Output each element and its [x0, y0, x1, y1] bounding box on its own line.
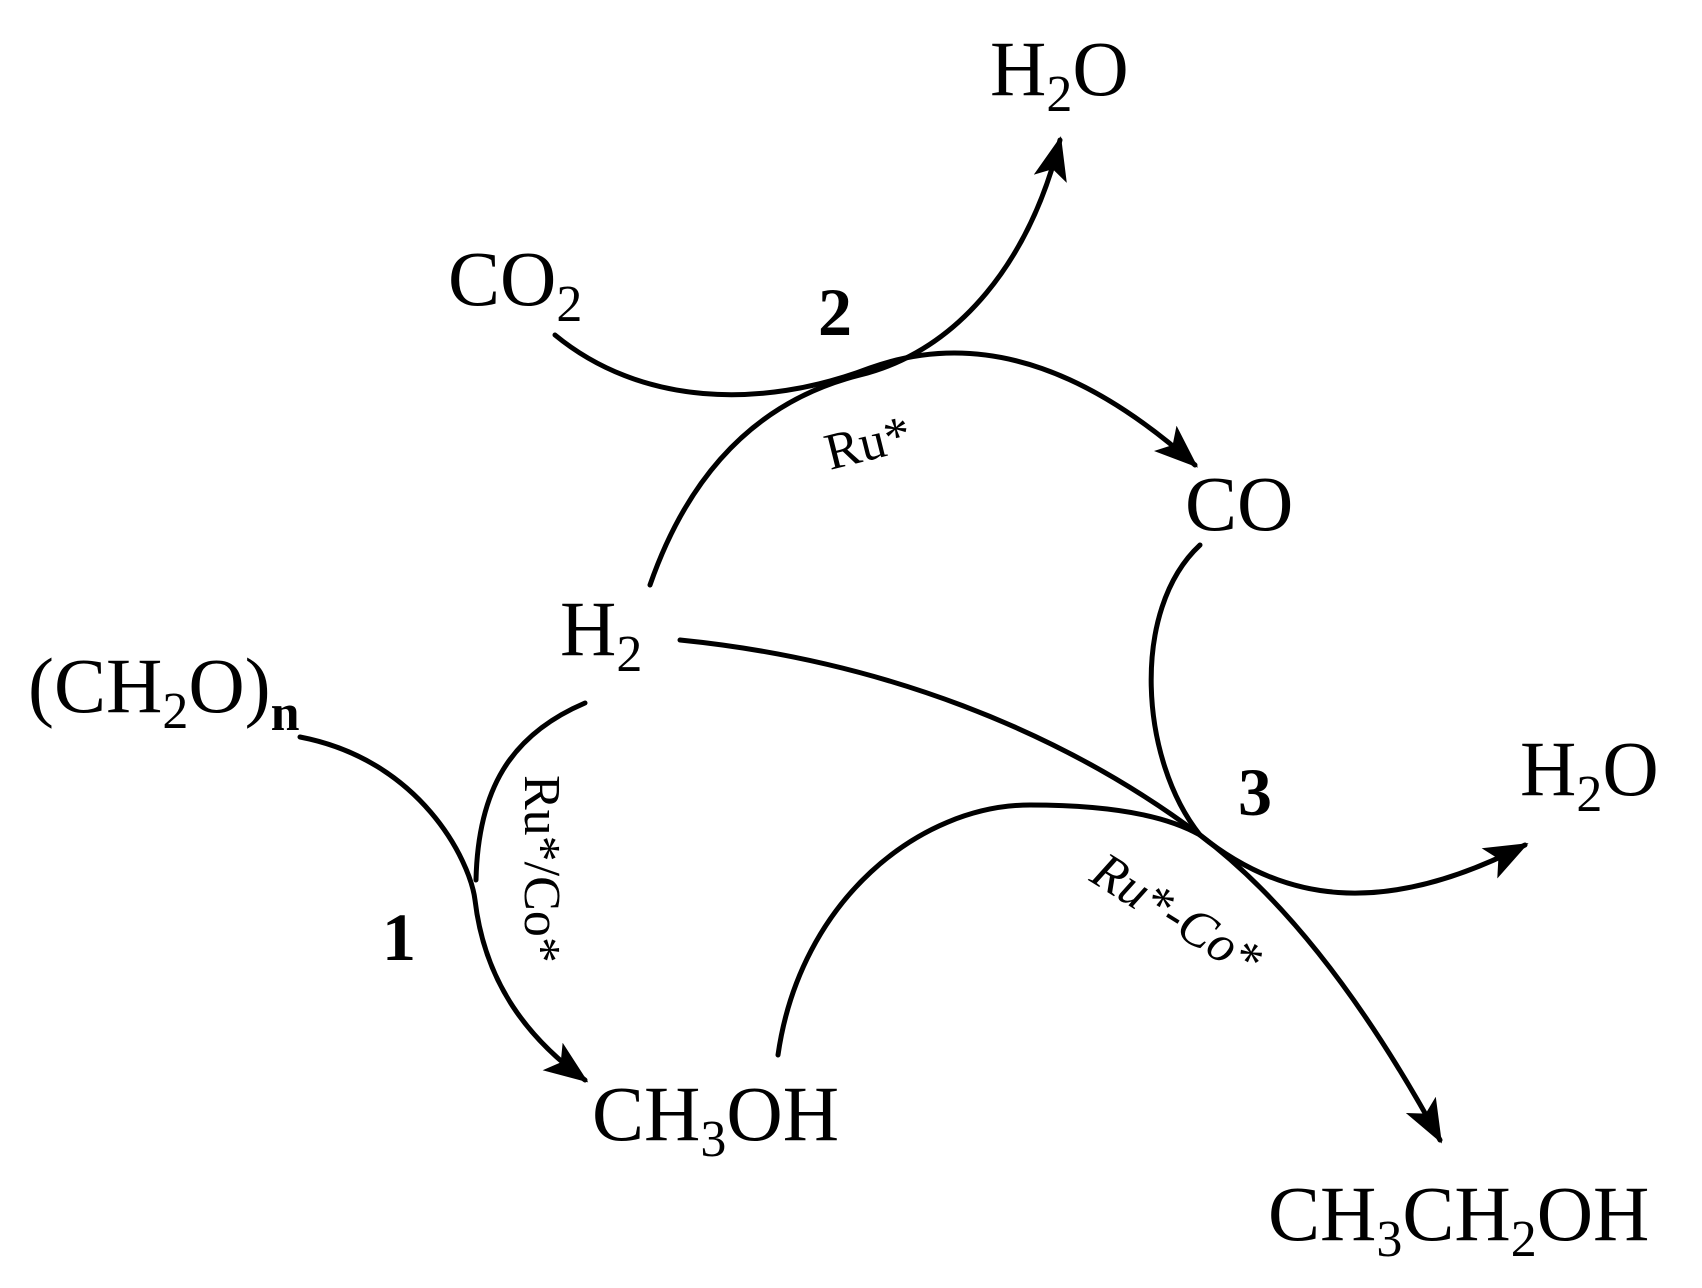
arrow-h2-to-water-top [647, 136, 1067, 588]
co2-label: CO2 [448, 235, 582, 333]
catalyst-step1-label: Ru*/Co* [513, 775, 570, 963]
arrow-methanol-to-step3 [775, 802, 1203, 1058]
step-2-number: 2 [818, 274, 852, 350]
co-label: CO [1185, 460, 1293, 547]
water-right-label: H2O [1520, 725, 1659, 823]
arrow-h2-to-step3 [677, 637, 1203, 838]
arrow-step3-to-ethanol [1197, 832, 1443, 1144]
arrow-co2-to-co [552, 332, 1198, 468]
arrow-co-to-step3 [1148, 542, 1203, 838]
step-1-number: 1 [382, 899, 416, 975]
arrow-h2-to-step1 [473, 700, 588, 883]
water-top-label: H2O [990, 25, 1129, 123]
ethanol-label: CH3CH2OH [1268, 1170, 1649, 1268]
step-3-number: 3 [1238, 754, 1272, 830]
arrow-paraformaldehyde-to-methanol [297, 734, 589, 1083]
catalyst-step2-label: Ru* [819, 405, 917, 481]
arrow-step3-to-water-right [1197, 832, 1529, 896]
methanol-label: CH3OH [592, 1070, 839, 1168]
paraformaldehyde-label: (CH2O)n [28, 642, 300, 742]
h2-label: H2 [560, 585, 642, 683]
